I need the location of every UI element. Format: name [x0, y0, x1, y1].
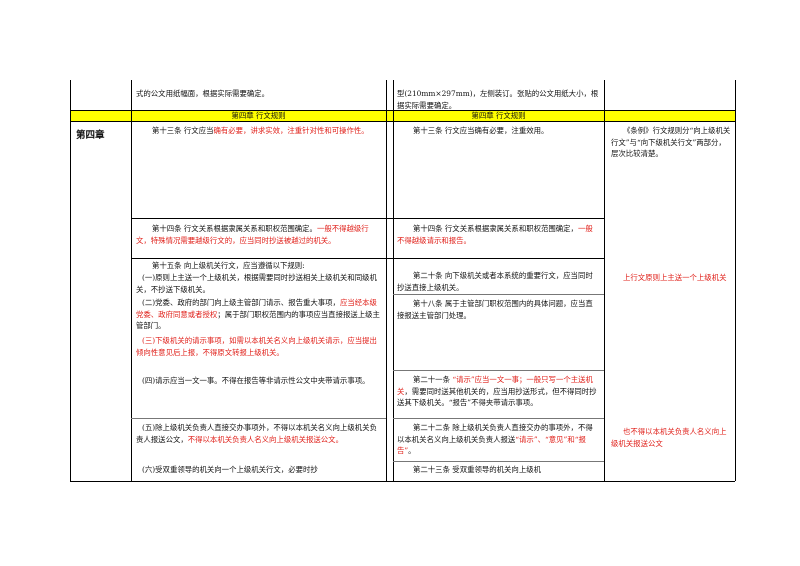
note-structure: 《条例》行文规则分“向上级机关行文”与“向下级机关行文”两部分，层次比较清楚。: [611, 126, 731, 158]
grid-line: [70, 121, 735, 122]
grid-line: [131, 218, 604, 219]
grid-line: [393, 418, 604, 419]
grid-line: [735, 80, 736, 481]
grid-line: [386, 80, 387, 481]
grid-line: [393, 294, 604, 295]
article-15-item-2-b: 应当经本级党委、政府同意或者授权: [136, 298, 377, 319]
article-15-item-4: (四)请示应当一文一事。不得在报告等非请示性公文中夹带请示事项。: [142, 376, 370, 385]
article-21-right-a: 第二十一条: [413, 375, 453, 384]
grid-line: [131, 418, 386, 419]
article-22-right-a: 第二十二条 除上级机关负责人直接交办的事项外，不得以本机关名义向上级机关负责人报…: [397, 423, 593, 444]
article-22-right-c: 。: [408, 446, 416, 455]
article-21-right: 第二十一条 “请示”应当一文一事；一般只写一个主送机关，需要同时送其他机关的，应…: [397, 374, 600, 409]
band-title-right: 第四章 行文规则: [471, 111, 526, 120]
article-14-left-a: 第十四条 行文关系根据隶属关系和职权范围确定。: [152, 224, 317, 233]
grid-line: [393, 461, 604, 462]
article-14-left: 第十四条 行文关系根据隶属关系和职权范围确定。一般不得越级行文，特殊情况需要越级…: [136, 223, 382, 246]
article-21-right-c: ，需要同时送其他机关的，应当用抄送形式，但不得同时抄送其下级机关。“报告”不得夹…: [397, 386, 597, 408]
grid-line: [70, 110, 735, 111]
article-13-left: 第十三条 行文应当确有必要，讲求实效，注重针对性和可操作性。: [136, 125, 382, 137]
grid-line: [393, 80, 394, 481]
note-upward-main-recipient: 上行文原则上主送一个上级机关: [623, 273, 727, 282]
article-15-item-5: (五)除上级机关负责人直接交办事项外，不得以本机关名义向上级机关负责人报送公文，…: [136, 422, 382, 445]
grid-line: [70, 481, 735, 482]
article-22-right-b: “请示”、“意见”和“报告”: [397, 434, 586, 456]
article-18-right: 第十八条 属于主管部门职权范围内的具体问题，应当直接报送主管部门处理。: [397, 299, 593, 320]
chapter-header-band: [70, 110, 735, 121]
article-15-item-2-a: (二)党委、政府的部门向上级主管部门请示、报告重大事项，: [142, 298, 340, 307]
article-21-right-b: “请示”应当一文一事；一般只写一个主送机关: [397, 375, 593, 396]
article-15-item-5-a: (五)除上级机关负责人直接交办事项外，不得以本机关名义向上级机关负责人报送公文，: [136, 423, 377, 444]
article-14-right-b: 一般不得越级请示和报告。: [397, 224, 593, 245]
article-13-right: 第十三条 行文应当确有必要，注重效用。: [413, 126, 549, 135]
article-22-right: 第二十二条 除上级机关负责人直接交办的事项外，不得以本机关名义向上级机关负责人报…: [397, 422, 600, 457]
grid-line: [131, 80, 132, 481]
grid-line: [70, 80, 71, 481]
article-15-item-6: (六)受双重领导的机关向一个上级机关行文，必要时抄: [142, 465, 318, 474]
article-23-right: 第二十三条 受双重领导的机关向上级机: [413, 465, 541, 474]
article-13-left-b: 确有必要，讲求实效，注重针对性和可操作性。: [213, 126, 369, 135]
top-row-right-text: 型(210mm×297mm)，左侧装订。张贴的公文用纸大小，根据实际需要确定。: [397, 89, 599, 110]
article-13-left-a: 第十三条 行文应当: [152, 126, 214, 135]
note-no-leader-name: 也不得以本机关负责人名义向上级机关报送公文: [611, 427, 727, 448]
article-15-head: 第十五条 向上级机关行文，应当遵循以下规则:: [152, 261, 305, 270]
grid-line: [131, 258, 604, 259]
grid-line: [393, 370, 604, 371]
top-row-left-text: 式的公文用纸幅面，根据实际需要确定。: [136, 89, 270, 98]
article-14-left-b: 一般不得越级行文，特殊情况需要越级行文的，应当同时抄送被越过的机关。: [136, 224, 369, 245]
article-15-item-1: (一)原则上主送一个上级机关，根据需要同时抄送相关上级机关和同级机关，不抄送下级…: [136, 273, 377, 294]
article-14-right-a: 第十四条 行文关系根据隶属关系和职权范围确定，: [413, 224, 578, 233]
article-15-item-5-b: 不得以本机关负责人名义向上级机关报送公文。: [187, 434, 343, 444]
grid-line: [604, 80, 605, 481]
article-15-item-2: (二)党委、政府的部门向上级主管部门请示、报告重大事项，应当经本级党委、政府同意…: [136, 297, 382, 332]
chapter-label: 第四章: [76, 130, 105, 141]
article-15-item-2-c: ；属于部门职权范围内的事项应当直接报送上级主管部门。: [136, 309, 380, 331]
article-15-item-3: (三)下级机关的请示事项，如需以本机关名义向上级机关请示，应当提出倾向性意见后上…: [136, 336, 377, 357]
article-14-right: 第十四条 行文关系根据隶属关系和职权范围确定，一般不得越级请示和报告。: [397, 223, 600, 246]
article-20-right: 第二十条 向下级机关或者本系统的重要行文，应当同时抄送直接上级机关。: [397, 271, 593, 292]
band-title-left: 第四章 行文规则: [231, 111, 286, 120]
